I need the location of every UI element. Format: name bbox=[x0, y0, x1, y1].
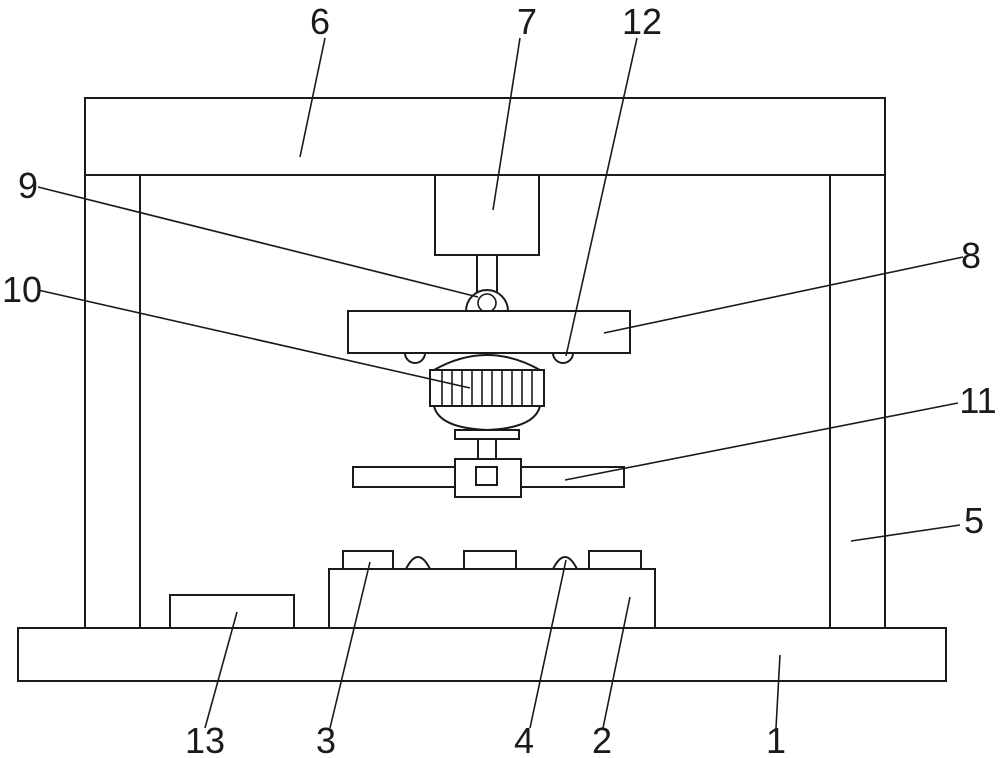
clamp-block-middle bbox=[463, 550, 517, 570]
locating-bump-left bbox=[404, 556, 432, 570]
label-12: 12 bbox=[622, 1, 662, 42]
label-4: 4 bbox=[514, 720, 534, 758]
label-8: 8 bbox=[961, 235, 981, 276]
clamp-block-left bbox=[342, 550, 394, 570]
label-2: 2 bbox=[592, 720, 612, 758]
right-column bbox=[829, 174, 886, 629]
label-13: 13 bbox=[185, 720, 225, 758]
roller-right bbox=[551, 352, 575, 364]
label-3: 3 bbox=[316, 720, 336, 758]
top-beam bbox=[84, 97, 886, 176]
label-6: 6 bbox=[310, 1, 330, 42]
motor-flange bbox=[454, 429, 520, 440]
motor-shaft bbox=[477, 438, 497, 460]
motor-bottom-cap bbox=[432, 405, 542, 432]
leader-lines bbox=[37, 37, 964, 729]
label-7: 7 bbox=[517, 1, 537, 42]
label-9: 9 bbox=[18, 165, 38, 206]
motor-top-cap bbox=[430, 354, 544, 371]
clamp-block-right bbox=[588, 550, 642, 570]
work-table bbox=[328, 568, 656, 629]
cutter-hub-bolt bbox=[475, 466, 498, 486]
left-column bbox=[84, 174, 141, 629]
cylinder-housing bbox=[434, 174, 540, 256]
label-11: 11 bbox=[959, 380, 996, 421]
motor-body bbox=[429, 369, 545, 407]
label-5: 5 bbox=[964, 500, 984, 541]
mounting-plate bbox=[347, 310, 631, 354]
label-10: 10 bbox=[2, 269, 42, 310]
base-plate bbox=[17, 627, 947, 682]
motor-cooling-fins bbox=[441, 370, 533, 406]
roller-left bbox=[403, 352, 427, 364]
label-1: 1 bbox=[766, 720, 786, 758]
control-box bbox=[169, 594, 295, 629]
hinge-joint bbox=[464, 289, 510, 312]
